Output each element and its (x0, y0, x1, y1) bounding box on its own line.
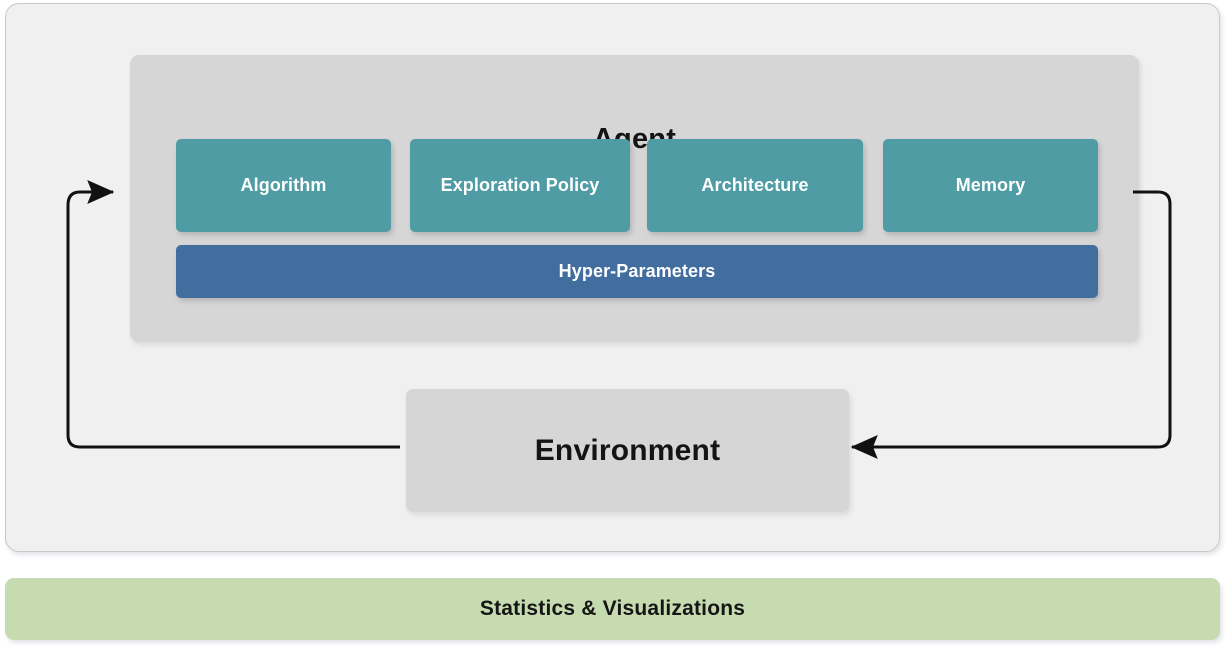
agent-component-exploration-policy[interactable]: Exploration Policy (410, 139, 630, 232)
environment-box[interactable]: Environment (406, 389, 849, 512)
agent-component-row: Algorithm Exploration Policy Architectur… (176, 139, 1098, 232)
agent-group-box: Agent Algorithm Exploration Policy Archi… (130, 55, 1139, 342)
agent-component-label: Architecture (701, 174, 809, 195)
hyper-parameters-bar[interactable]: Hyper-Parameters (176, 245, 1098, 298)
agent-component-memory[interactable]: Memory (883, 139, 1098, 232)
agent-component-label: Memory (955, 174, 1026, 195)
hyper-parameters-label: Hyper-Parameters (558, 261, 716, 281)
statistics-visualizations-label: Statistics & Visualizations (479, 597, 746, 620)
agent-component-label: Algorithm (240, 174, 327, 195)
agent-component-architecture[interactable]: Architecture (647, 139, 863, 232)
agent-component-algorithm[interactable]: Algorithm (176, 139, 391, 232)
agent-environment-panel: Agent Algorithm Exploration Policy Archi… (5, 3, 1220, 552)
agent-component-label: Exploration Policy (440, 174, 600, 195)
statistics-visualizations-bar[interactable]: Statistics & Visualizations (5, 578, 1220, 640)
environment-label: Environment (534, 433, 721, 467)
